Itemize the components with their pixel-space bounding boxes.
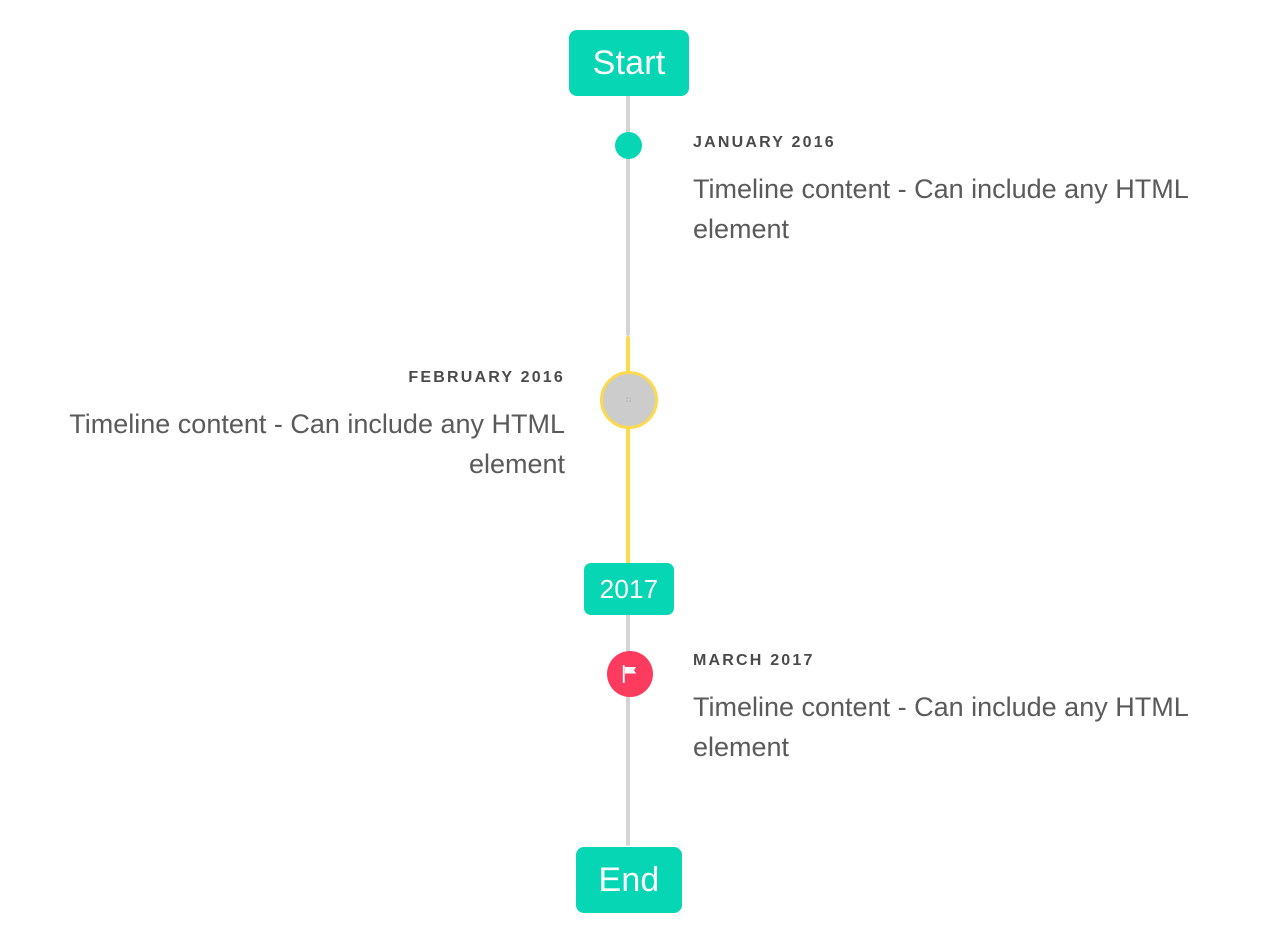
timeline-entry-march-2017: MARCH 2017 Timeline content - Can includ… [693,652,1221,768]
timeline-end-badge[interactable]: End [576,847,682,913]
placeholder-glyph-icon: ⠶ [624,393,634,406]
timeline-spine-segment-gray-bottom [626,614,630,846]
teal-dot-icon[interactable] [615,132,642,159]
timeline-spine-segment-yellow [626,336,630,564]
timeline-entry-date: FEBRUARY 2016 [408,369,565,386]
timeline-entry-body: Timeline content - Can include any HTML … [693,174,1188,244]
timeline-entry-date: JANUARY 2016 [693,134,836,151]
timeline-end-badge-label: End [598,860,660,899]
timeline-year-badge-label: 2017 [599,573,659,604]
timeline-entry-january-2016: JANUARY 2016 Timeline content - Can incl… [693,134,1221,250]
flag-icon[interactable] [607,651,653,697]
timeline-year-badge[interactable]: 2017 [584,563,674,615]
timeline-entry-body: Timeline content - Can include any HTML … [69,409,565,479]
timeline-entry-date: MARCH 2017 [693,652,815,669]
timeline-start-badge[interactable]: Start [569,30,689,96]
timeline-entry-body: Timeline content - Can include any HTML … [693,692,1188,762]
timeline-start-badge-label: Start [592,43,666,82]
gray-ring-icon[interactable]: ⠶ [600,371,658,429]
timeline-spine-segment-gray-top [626,92,630,336]
timeline-entry-february-2016: FEBRUARY 2016 Timeline content - Can inc… [40,369,565,485]
